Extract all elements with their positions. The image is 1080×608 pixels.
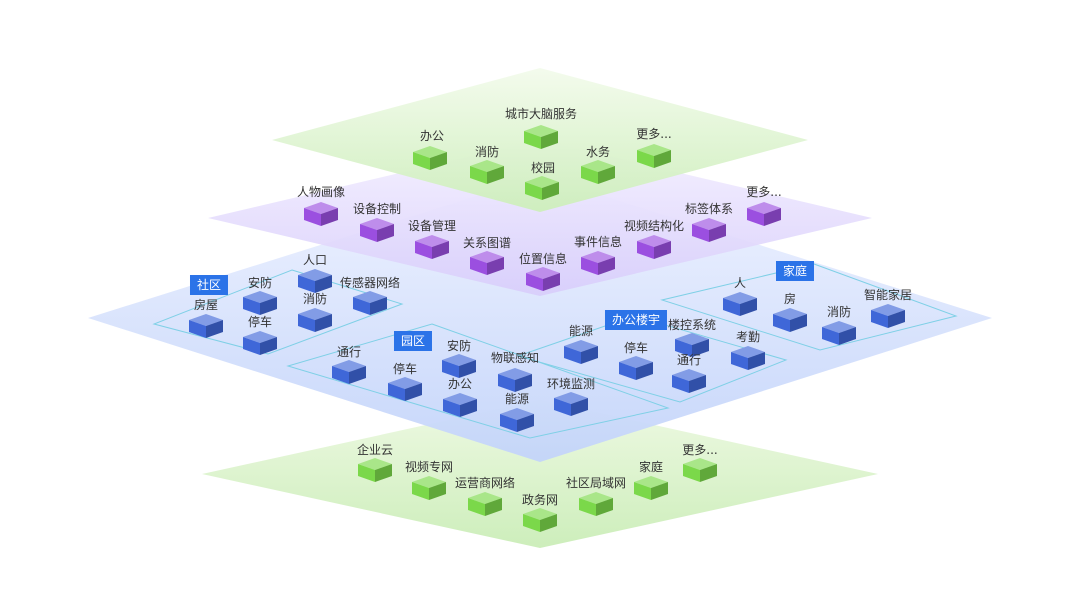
blue-cube-icon — [674, 332, 710, 358]
blue-cube-icon — [563, 339, 599, 365]
purple-cube-icon — [580, 250, 616, 276]
scene-item-label: 消防 — [826, 305, 852, 319]
blue-cube-icon — [618, 355, 654, 381]
scene-layer — [88, 176, 992, 462]
top-item-label: 更多... — [636, 127, 672, 141]
top-item-label: 水务 — [585, 145, 611, 159]
blue-cube-icon — [870, 303, 906, 329]
middle-item-label: 视频结构化 — [623, 219, 685, 233]
blue-cube-icon — [387, 376, 423, 402]
green-cube-icon — [467, 491, 503, 517]
bottom-item-label: 政务网 — [521, 493, 559, 507]
zone-outline-home — [660, 263, 958, 351]
scene-item-label: 人 — [733, 276, 747, 290]
scene-item-label: 通行 — [676, 353, 702, 367]
green-cube-icon — [682, 457, 718, 483]
middle-item-label: 设备控制 — [352, 202, 402, 216]
zone-outline-park — [286, 323, 670, 439]
green-cube-icon — [578, 491, 614, 517]
blue-cube-icon — [730, 345, 766, 371]
bottom-item-label: 更多... — [682, 443, 718, 457]
scene-item-label: 停车 — [392, 362, 418, 376]
scene-item-label: 房 — [783, 292, 797, 306]
zone-tag-home: 家庭 — [775, 261, 815, 281]
green-cube-icon — [636, 143, 672, 169]
scene-item-label: 物联感知 — [490, 351, 540, 365]
green-cube-icon — [412, 145, 448, 171]
middle-item-label: 位置信息 — [518, 252, 568, 266]
bottom-item-label: 企业云 — [356, 443, 394, 457]
top-item-label: 校园 — [530, 161, 556, 175]
purple-cube-icon — [691, 217, 727, 243]
bottom-item-label: 视频专网 — [404, 460, 454, 474]
zone-outline-office — [516, 315, 788, 403]
bottom-item-label: 运营商网络 — [454, 476, 516, 490]
blue-cube-icon — [671, 368, 707, 394]
data-layer — [208, 140, 872, 296]
middle-item-label: 更多... — [746, 185, 782, 199]
blue-cube-icon — [499, 407, 535, 433]
zone-tag-office-building: 办公楼宇 — [604, 310, 668, 330]
green-cube-icon — [522, 507, 558, 533]
scene-item-label: 人口 — [302, 253, 328, 267]
scene-item-label: 能源 — [504, 392, 530, 406]
blue-cube-icon — [352, 290, 388, 316]
blue-cube-icon — [242, 290, 278, 316]
scene-item-label: 考勤 — [735, 330, 761, 344]
purple-cube-icon — [414, 234, 450, 260]
zone-tag-park: 园区 — [393, 331, 433, 351]
purple-cube-icon — [525, 266, 561, 292]
scene-item-label: 通行 — [336, 345, 362, 359]
purple-cube-icon — [636, 234, 672, 260]
blue-cube-icon — [722, 291, 758, 317]
blue-cube-icon — [772, 307, 808, 333]
green-cube-icon — [524, 175, 560, 201]
bottom-item-label: 家庭 — [638, 460, 664, 474]
top-item-label: 城市大脑服务 — [504, 107, 578, 121]
middle-item-label: 事件信息 — [573, 235, 623, 249]
scene-item-label: 安防 — [247, 276, 273, 290]
middle-item-label: 标签体系 — [684, 202, 734, 216]
scene-item-label: 智能家居 — [863, 288, 913, 302]
purple-cube-icon — [469, 250, 505, 276]
green-cube-icon — [411, 475, 447, 501]
scene-item-label: 环境监测 — [546, 377, 596, 391]
scene-item-label: 停车 — [623, 341, 649, 355]
green-cube-icon — [523, 124, 559, 150]
purple-cube-icon — [746, 201, 782, 227]
green-cube-icon — [580, 159, 616, 185]
green-cube-icon — [357, 457, 393, 483]
top-item-label: 消防 — [474, 145, 500, 159]
middle-item-label: 人物画像 — [296, 185, 346, 199]
scene-item-label: 消防 — [302, 292, 328, 306]
blue-cube-icon — [497, 367, 533, 393]
blue-cube-icon — [188, 313, 224, 339]
purple-cube-icon — [359, 217, 395, 243]
scene-item-label: 能源 — [568, 324, 594, 338]
purple-cube-icon — [303, 201, 339, 227]
scene-item-label: 楼控系统 — [667, 318, 717, 332]
green-cube-icon — [469, 159, 505, 185]
scene-item-label: 停车 — [247, 315, 273, 329]
scene-item-label: 办公 — [447, 377, 473, 391]
scene-item-label: 传感器网络 — [339, 276, 401, 290]
bottom-item-label: 社区局域网 — [565, 476, 627, 490]
blue-cube-icon — [242, 330, 278, 356]
scene-item-label: 房屋 — [193, 298, 219, 312]
bottom-network-layer — [202, 400, 878, 548]
blue-cube-icon — [821, 320, 857, 346]
blue-cube-icon — [297, 307, 333, 333]
blue-cube-icon — [441, 353, 477, 379]
scene-item-label: 安防 — [446, 339, 472, 353]
middle-item-label: 关系图谱 — [462, 236, 512, 250]
green-cube-icon — [633, 475, 669, 501]
top-item-label: 办公 — [419, 129, 445, 143]
middle-item-label: 设备管理 — [407, 219, 457, 233]
zone-tag-community: 社区 — [189, 275, 229, 295]
blue-cube-icon — [442, 392, 478, 418]
blue-cube-icon — [331, 359, 367, 385]
blue-cube-icon — [297, 268, 333, 294]
blue-cube-icon — [553, 391, 589, 417]
